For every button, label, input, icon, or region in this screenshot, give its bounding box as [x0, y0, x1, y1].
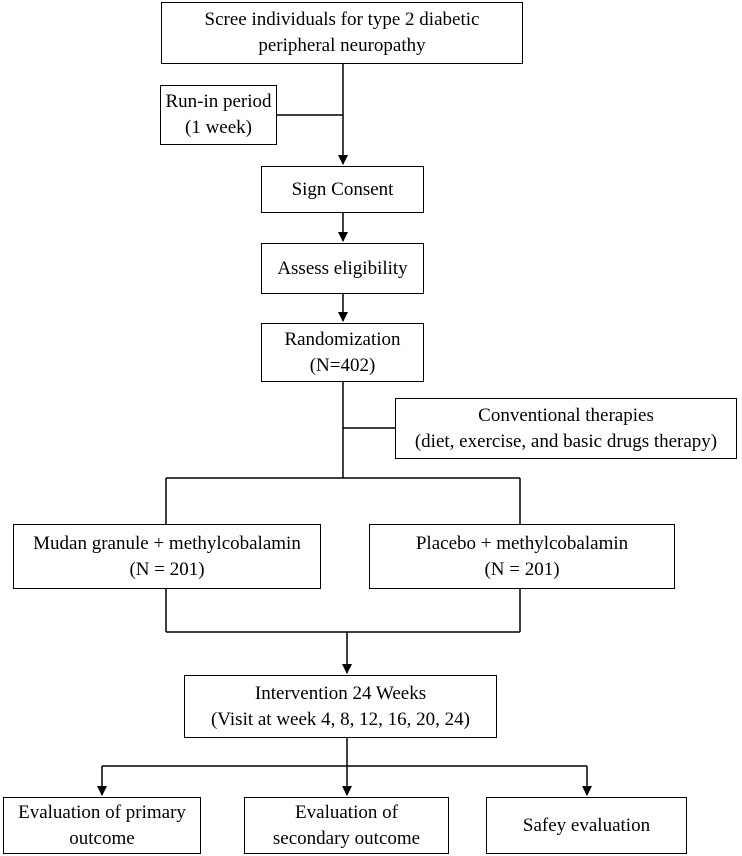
- screen-line1: Scree individuals for type 2 diabetic: [204, 9, 480, 30]
- secondary-eval-line2: secondary outcome: [272, 827, 421, 849]
- conventional-line2: (diet, exercise, and basic drugs therapy…: [414, 430, 718, 452]
- mudan-arm-line2: (N = 201): [129, 558, 205, 580]
- intervention-line1: Intervention 24 Weeks: [254, 682, 427, 704]
- placebo-arm-box: Placebo + methylcobalamin (N = 201): [369, 524, 675, 589]
- mudan-arm-box: Mudan granule + methylcobalamin (N = 201…: [13, 524, 321, 589]
- conventional-box: Conventional therapies (diet, exercise, …: [395, 398, 737, 459]
- secondary-eval-line1: Evaluation of: [295, 801, 398, 823]
- randomization-line1: Randomization: [284, 328, 401, 350]
- eligibility-line1: Assess eligibility: [277, 257, 408, 279]
- mudan-arm-line1: Mudan granule + methylcobalamin: [33, 532, 301, 554]
- randomization-line2: (N=402): [309, 354, 376, 376]
- primary-eval-box: Evaluation of primary outcome: [3, 797, 201, 854]
- run-in-box: Run-in period (1 week): [160, 85, 277, 145]
- intervention-box: Intervention 24 Weeks (Visit at week 4, …: [184, 675, 497, 738]
- intervention-line2: (Visit at week 4, 8, 12, 16, 20, 24): [210, 708, 470, 730]
- run-in-line2: (1 week): [185, 117, 252, 138]
- secondary-eval-box: Evaluation of secondary outcome: [244, 797, 449, 854]
- consent-box: Sign Consent: [261, 166, 424, 213]
- safety-eval-box: Safey evaluation: [486, 797, 687, 854]
- conventional-line1: Conventional therapies: [478, 404, 654, 426]
- primary-eval-line2: outcome: [69, 827, 135, 849]
- placebo-arm-line1: Placebo + methylcobalamin: [415, 532, 629, 554]
- screen-box: Scree individuals for type 2 diabetic pe…: [161, 2, 523, 64]
- eligibility-box: Assess eligibility: [261, 243, 424, 294]
- consent-line1: Sign Consent: [291, 178, 394, 200]
- run-in-line1: Run-in period: [165, 91, 272, 112]
- placebo-arm-line2: (N = 201): [484, 558, 560, 580]
- primary-eval-line1: Evaluation of primary: [18, 801, 186, 823]
- screen-line2: peripheral neuropathy: [258, 35, 426, 56]
- safety-eval-line1: Safey evaluation: [522, 814, 651, 836]
- randomization-box: Randomization (N=402): [261, 323, 424, 382]
